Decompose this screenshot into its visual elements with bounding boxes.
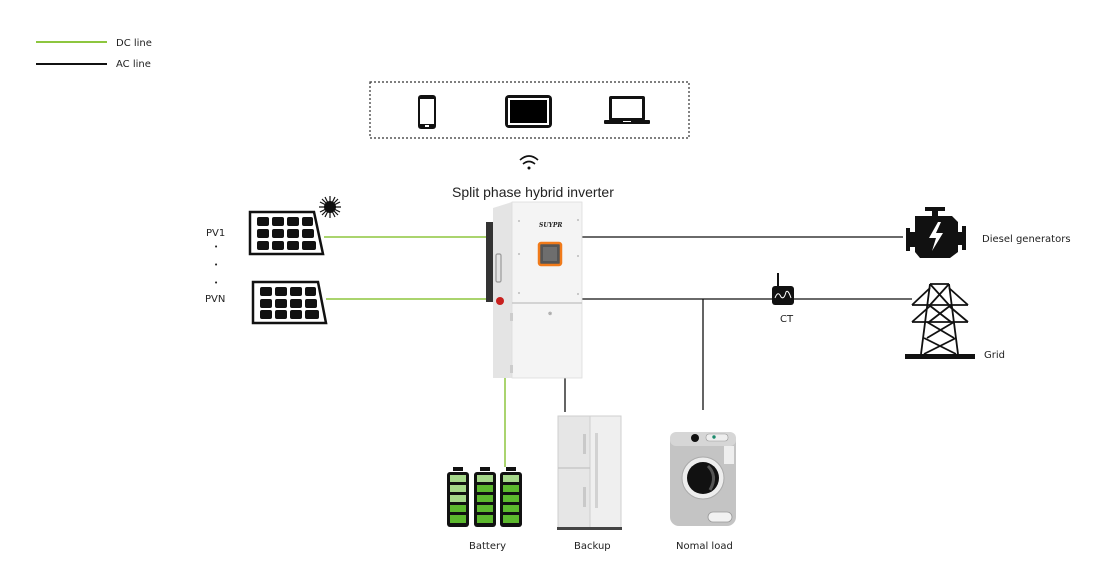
legend-dc-label: DC line: [116, 38, 152, 49]
solar-panel-n: [251, 280, 328, 325]
pvn-label: PVN: [205, 294, 226, 305]
inverter-brand: SUYPR: [539, 222, 563, 229]
smartphone-icon: [418, 95, 436, 129]
normal-load-label: Nomal load: [676, 541, 733, 552]
inverter-unit: ⊗: [486, 201, 583, 379]
pv1-label: PV1: [206, 228, 226, 239]
pv-dot-2: •: [214, 261, 219, 269]
svg-text:⊗: ⊗: [548, 311, 552, 317]
solar-panel-1: [248, 210, 325, 256]
battery-cell-2: [474, 467, 496, 527]
ct-label: CT: [780, 314, 794, 325]
battery-icon: [447, 467, 522, 527]
legend-ac-swatch: [36, 63, 107, 65]
monitoring-box: [369, 81, 690, 139]
emergency-stop-button: [496, 297, 504, 305]
tablet-icon: [505, 95, 552, 128]
backup-label: Backup: [574, 541, 611, 552]
ct-icon: [772, 273, 794, 305]
grid-tower-icon: [905, 283, 975, 359]
legend: DC line AC line: [36, 38, 166, 74]
grid-label: Grid: [984, 350, 1005, 361]
legend-ac-label: AC line: [116, 59, 151, 70]
diesel-generator-icon: [906, 207, 966, 258]
refrigerator-icon: [557, 415, 622, 530]
inverter-title: Split phase hybrid inverter: [452, 184, 614, 200]
laptop-icon: [604, 96, 650, 124]
battery-label: Battery: [469, 541, 507, 552]
ac-lines: [564, 236, 912, 412]
battery-cell-1: [447, 467, 469, 527]
dc-lines: [324, 236, 506, 467]
battery-cell-3: [500, 467, 522, 527]
legend-dc-swatch: [36, 41, 107, 43]
wifi-icon: [519, 155, 539, 170]
pv-dot-1: •: [214, 243, 219, 251]
washing-machine-icon: [670, 432, 736, 526]
pv-dot-3: •: [214, 279, 219, 287]
sun-icon: [319, 196, 341, 218]
diesel-generator-label: Diesel generators: [982, 234, 1071, 245]
